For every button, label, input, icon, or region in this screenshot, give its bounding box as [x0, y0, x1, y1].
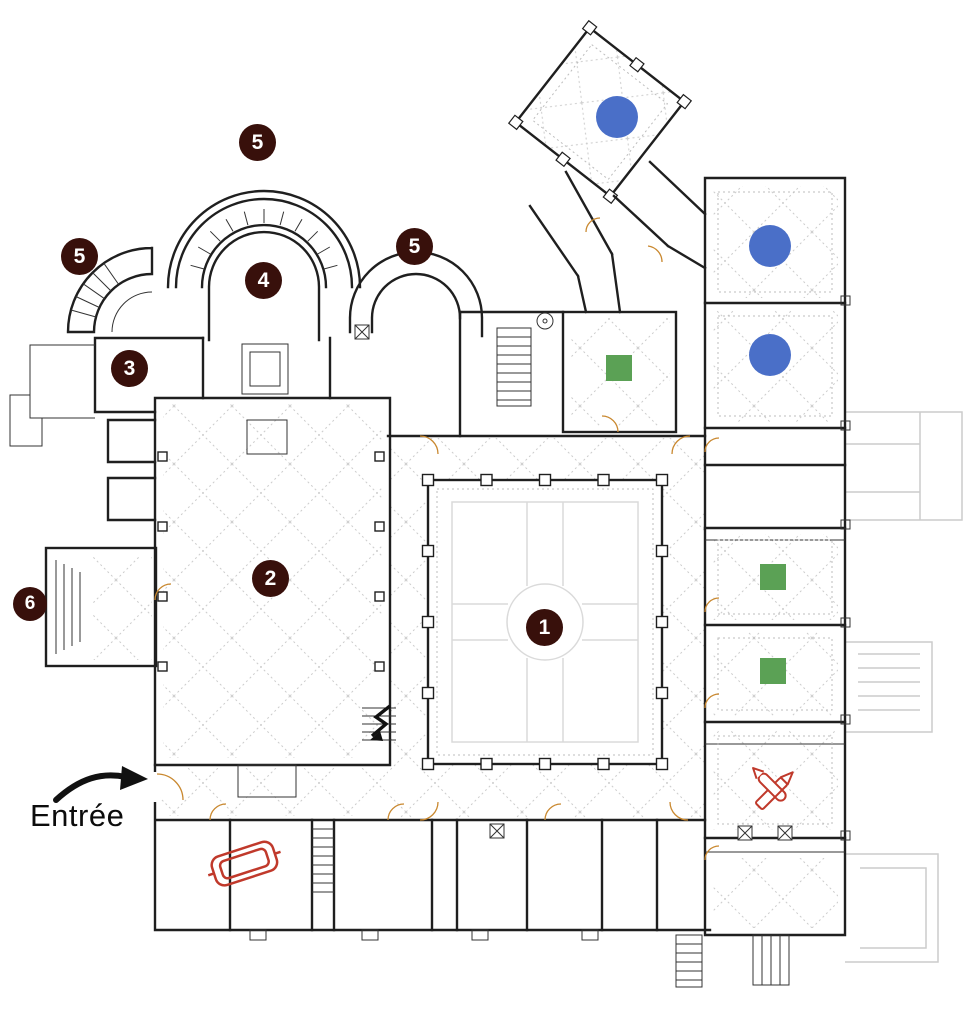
marker-4-label: 4: [257, 268, 270, 292]
tomb-icon: [198, 830, 294, 894]
marker-3-transept: 3: [111, 350, 148, 387]
marker-5b-label: 5: [73, 244, 86, 268]
green-square-icon: [760, 658, 786, 684]
entrance-label: Entrée: [30, 798, 125, 833]
entrance-arrow-icon: [53, 766, 148, 803]
marker-2-nave: 2: [252, 560, 289, 597]
columns: [157, 451, 669, 771]
marker-5-right-chapel: 5: [396, 228, 433, 265]
marker-1-cloister: 1: [526, 609, 563, 646]
marker-2-label: 2: [264, 566, 277, 590]
detail-lines: [9, 209, 851, 988]
door-swings: [154, 217, 720, 861]
marker-1-label: 1: [538, 615, 551, 639]
crossed-pens-icon: [740, 752, 810, 822]
marker-5-left-chapel: 5: [61, 238, 98, 275]
blue-circle-icon: [749, 225, 791, 267]
marker-5-ambulatory: 5: [239, 124, 276, 161]
blue-circle-icon: [596, 96, 638, 138]
hatched-boxes: [354, 324, 793, 841]
marker-6-label: 6: [24, 593, 36, 614]
marker-5c-label: 5: [408, 234, 421, 258]
cloister-garden: [451, 501, 639, 743]
marker-3-label: 3: [123, 356, 136, 380]
marker-5a-label: 5: [251, 130, 264, 154]
vault-pattern-fills: [92, 186, 838, 928]
dotted-outlines: [436, 191, 833, 825]
green-square-icon: [760, 564, 786, 590]
blue-circle-icon: [749, 334, 791, 376]
stair-direction-arrow: [362, 704, 396, 741]
faint-annexes: [845, 411, 963, 963]
green-square-icon: [606, 355, 632, 381]
marker-6-porch: 6: [13, 587, 47, 621]
marker-4-apse: 4: [245, 262, 282, 299]
